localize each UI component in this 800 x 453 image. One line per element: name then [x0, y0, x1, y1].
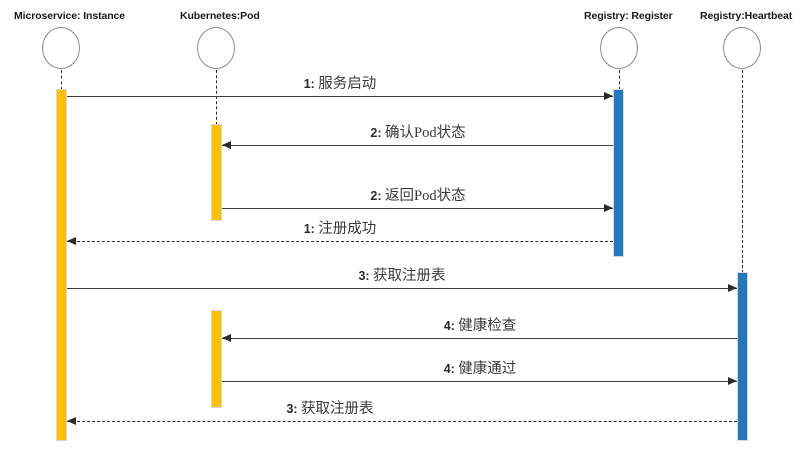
message-seq-4: 1:	[303, 222, 319, 236]
message-text-5: 获取注册表	[373, 268, 446, 284]
message-label-7: 4: 健康通过	[350, 361, 610, 377]
actor-label-registry-heartbeat: Registry:Heartbeat	[700, 10, 793, 22]
actor-circle-kubernetes-pod	[197, 27, 235, 69]
arrow-head-1	[604, 92, 613, 100]
message-label-2: 2: 确认Pod状态	[288, 125, 548, 141]
message-text-4: 注册成功	[318, 221, 377, 237]
message-text-8: 获取注册表	[301, 401, 374, 417]
message-line-4	[67, 241, 613, 242]
message-label-5: 3: 获取注册表	[272, 268, 532, 284]
activation-bar-microservice-1	[56, 89, 67, 441]
actor-label-kubernetes-pod: Kubernetes:Pod	[180, 10, 260, 22]
message-seq-5: 3:	[358, 269, 374, 283]
message-line-6	[222, 338, 737, 339]
arrow-head-2	[222, 141, 231, 149]
message-text-1: 服务启动	[318, 76, 377, 92]
message-line-3	[222, 208, 613, 209]
message-seq-3: 2:	[370, 189, 385, 203]
actor-circle-registry-heartbeat	[723, 27, 761, 69]
message-line-5	[67, 288, 737, 289]
message-line-7	[222, 381, 737, 382]
message-label-1: 1: 服务启动	[210, 76, 470, 92]
message-text-3: 返回Pod状态	[385, 188, 466, 204]
message-text-7: 健康通过	[458, 361, 517, 377]
message-seq-7: 4:	[443, 362, 459, 376]
message-seq-1: 1:	[303, 77, 319, 91]
message-seq-8: 3:	[286, 402, 302, 416]
message-line-1	[67, 96, 613, 97]
activation-bar-kubernetes-pod-1	[211, 124, 222, 221]
arrow-head-5	[728, 284, 737, 292]
arrow-head-4	[67, 237, 76, 245]
actor-label-microservice: Microservice: Instance	[14, 10, 126, 22]
message-line-8	[67, 421, 737, 422]
message-label-4: 1: 注册成功	[210, 221, 470, 237]
message-label-6: 4: 健康检查	[350, 318, 610, 334]
message-label-3: 2: 返回Pod状态	[288, 188, 548, 204]
message-line-2	[222, 145, 613, 146]
message-label-8: 3: 获取注册表	[200, 401, 460, 417]
arrow-head-8	[67, 417, 76, 425]
activation-bar-registry-register-1	[613, 89, 624, 257]
activation-bar-kubernetes-pod-2	[211, 310, 222, 408]
message-text-6: 健康检查	[458, 318, 517, 334]
arrow-head-7	[728, 377, 737, 385]
arrow-head-3	[604, 204, 613, 212]
actor-circle-microservice	[42, 27, 80, 69]
message-seq-6: 4:	[443, 319, 459, 333]
lifeline-stem-microservice	[61, 70, 62, 90]
message-seq-2: 2:	[370, 126, 385, 140]
lifeline-stem-registry-register	[619, 70, 620, 90]
lifeline-stem-registry-heartbeat	[742, 70, 743, 273]
lifeline-stem-kubernetes-pod	[216, 70, 217, 125]
actor-circle-registry-register	[600, 27, 638, 69]
message-text-2: 确认Pod状态	[385, 125, 466, 141]
arrow-head-6	[222, 334, 231, 342]
actor-label-registry-register: Registry: Register	[584, 10, 673, 22]
activation-bar-registry-heartbeat-1	[737, 272, 748, 441]
